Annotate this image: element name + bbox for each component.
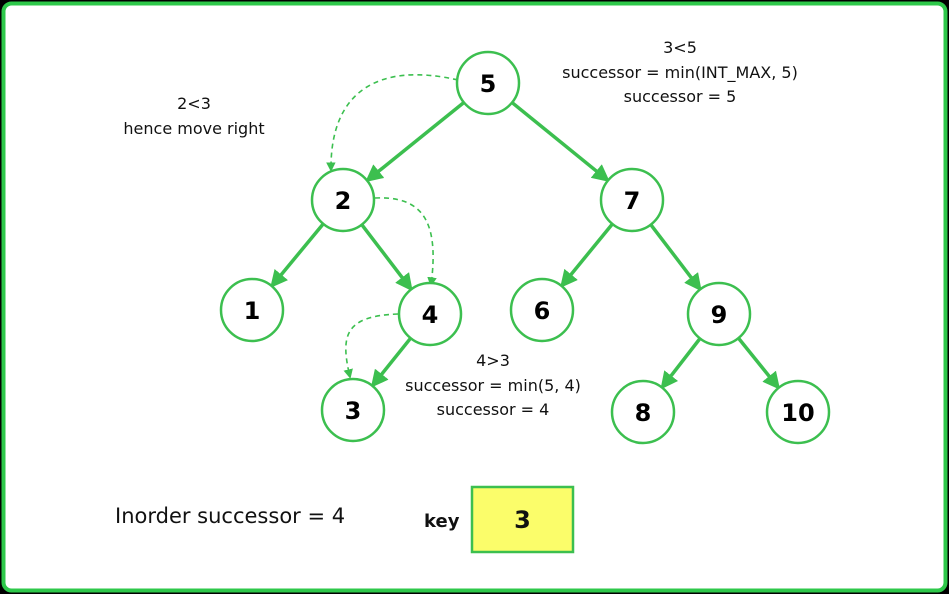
traversal-arrows: [326, 73, 459, 379]
edge-n9-n10: [737, 337, 781, 390]
tree-node-6: 6: [509, 277, 575, 343]
edge-n2-n4: [360, 223, 413, 292]
note-left-line-2: hence move right: [123, 119, 264, 138]
tree-node-2: 2: [310, 167, 376, 233]
node-label: 5: [480, 70, 497, 98]
node-circle: [219, 277, 285, 343]
node-circle: [765, 379, 831, 445]
edge-n7-n9: [649, 223, 702, 292]
traversal-arrow-n2-n4: [374, 197, 437, 287]
node-circle: [320, 377, 386, 443]
node-circle: [310, 167, 376, 233]
key-box: [470, 485, 575, 554]
node-label: 7: [624, 187, 641, 215]
tree-node-3: 3: [320, 377, 386, 443]
key-label: key: [424, 511, 460, 532]
note-node4-line-1: 4>3: [476, 351, 510, 370]
node-label: 3: [345, 397, 362, 425]
node-circle: [599, 167, 665, 233]
node-label: 10: [781, 399, 814, 427]
node-circle: [610, 379, 676, 445]
edge-n5-n2: [365, 101, 465, 183]
edge-n5-n7: [510, 101, 610, 183]
tree-node-8: 8: [610, 379, 676, 445]
node-label: 9: [711, 301, 728, 329]
node-label: 1: [244, 297, 261, 325]
tree-edges: [270, 101, 781, 390]
node-label: 2: [335, 187, 352, 215]
note-node4-line-2: successor = min(5, 4): [405, 376, 581, 395]
note-root-line-2: successor = min(INT_MAX, 5): [562, 63, 798, 83]
edge-n2-n1: [270, 222, 325, 289]
tree-nodes: 5 2 7 1 4 6 9 3 8 10: [219, 50, 831, 445]
tree-node-1: 1: [219, 277, 285, 343]
note-root-line-1: 3<5: [663, 38, 697, 57]
node-circle: [686, 281, 752, 347]
note-node4-line-3: successor = 4: [437, 400, 550, 419]
node-label: 4: [422, 301, 439, 329]
node-circle: [455, 50, 521, 116]
tree-node-4: 4: [397, 281, 463, 347]
node-circle: [397, 281, 463, 347]
inorder-successor-result: Inorder successor = 4: [115, 504, 345, 528]
key-value: 3: [514, 506, 531, 534]
node-circle: [509, 277, 575, 343]
tree-node-7: 7: [599, 167, 665, 233]
note-left-line-1: 2<3: [177, 94, 211, 113]
tree-node-5: 5: [455, 50, 521, 116]
traversal-arrow-n5-n2: [326, 73, 459, 172]
node-label: 6: [534, 297, 551, 325]
note-root-line-3: successor = 5: [624, 87, 737, 106]
edge-n7-n6: [560, 222, 614, 288]
tree-node-9: 9: [686, 281, 752, 347]
tree-node-10: 10: [765, 379, 831, 445]
node-label: 8: [635, 399, 652, 427]
edge-n4-n3: [370, 337, 412, 388]
edge-n9-n8: [660, 337, 702, 390]
